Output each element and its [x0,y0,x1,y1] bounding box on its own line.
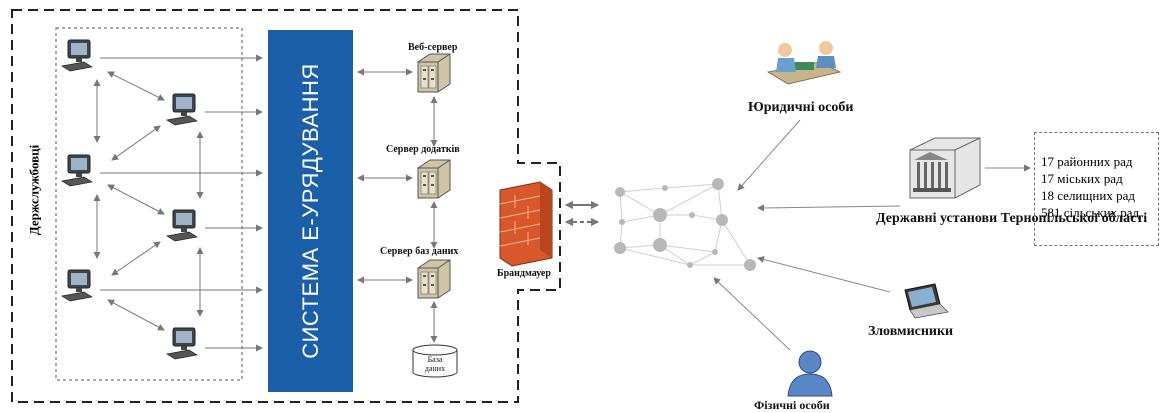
web-server-icon [417,53,451,93]
workstations-box [55,27,243,381]
system-title: СИСТЕМА Е-УРЯДУВАННЯ [297,63,323,359]
firewall-icon [499,181,553,267]
legal-entities-label: Юридичні особи [748,100,854,115]
computer-icon [166,327,198,360]
db-server-icon [417,259,451,299]
individuals-label: Фізичні особи [754,398,830,412]
system-server-links [357,68,438,343]
computer-icon [166,209,198,242]
entity-links [713,119,1031,351]
councils-box: 17 районних рад 17 міських рад 18 селищн… [1034,132,1159,246]
computer-icon [61,39,93,72]
app-server-label: Сервер додатків [386,144,460,155]
db-server-label: Сервер баз даних [380,246,459,257]
firewall-label: Брандмауер [497,268,551,279]
civil-servants-label: Держслужбовці [26,144,42,236]
councils-item: 17 міських рад [1041,171,1123,186]
individual-user-icon [787,350,833,397]
database-icon [412,344,458,378]
councils-item: 18 селищних рад [1041,188,1135,203]
network-nodes [614,178,756,271]
laptop-icon [904,283,949,319]
workstation-links [93,71,204,331]
web-server-label: Веб-сервер [408,42,458,53]
pc-system-links [100,54,263,352]
computer-icon [61,269,93,302]
computer-icon [166,93,198,126]
government-building-icon [909,137,981,199]
government-label: Державні установи Тернопільської області [876,211,1148,226]
councils-item: 581 сільських рад [1041,205,1140,220]
database-label: База даних [424,355,446,373]
system-bar [268,30,353,392]
legal-entities-icon [766,41,842,85]
attackers-label: Зловмисники [868,324,954,339]
network-links [619,183,751,266]
app-server-icon [417,159,451,199]
intranet-boundary [11,9,561,403]
firewall-links [564,200,600,227]
councils-item: 17 районних рад [1041,154,1133,169]
computer-icon [61,154,93,187]
